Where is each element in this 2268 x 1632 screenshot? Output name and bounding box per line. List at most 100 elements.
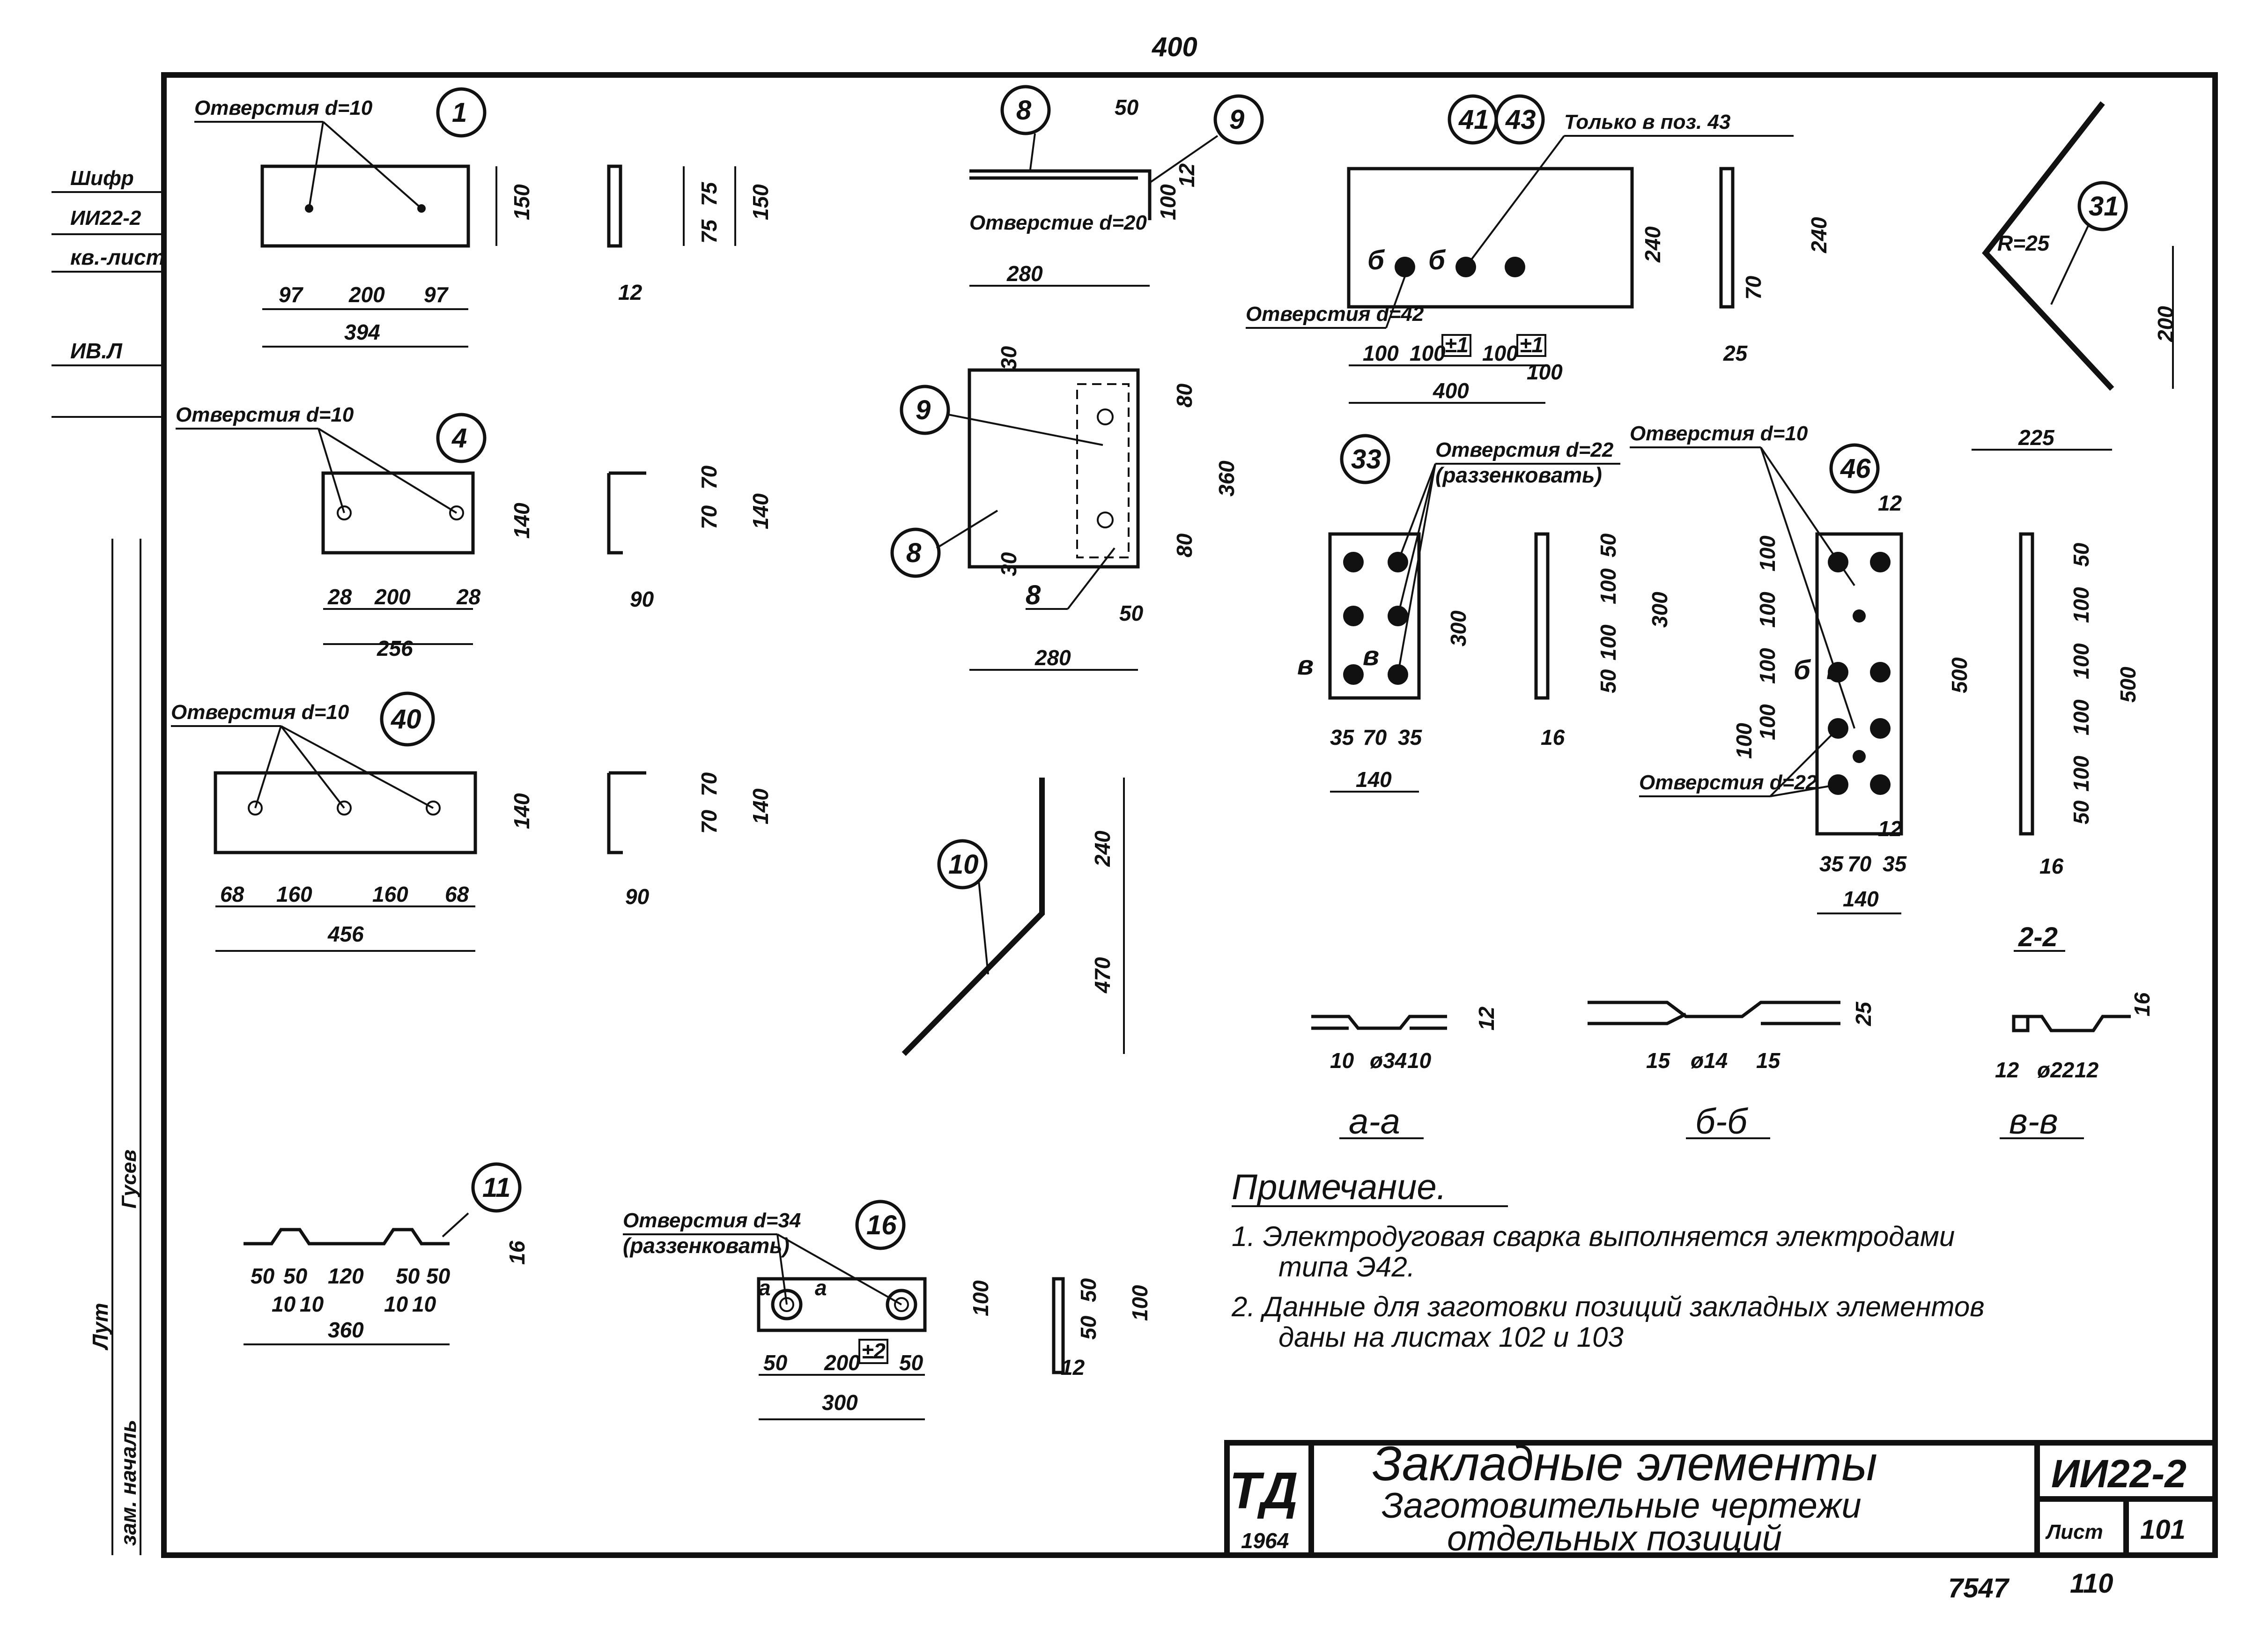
circle-mark <box>1395 257 1415 277</box>
dimension-label: 4 <box>451 423 467 453</box>
dimension-label: 12 <box>618 280 643 304</box>
dimension-label: 100 <box>1732 723 1756 759</box>
circle-mark <box>1505 257 1525 277</box>
circle-mark <box>305 204 313 213</box>
dimension-label: 80 <box>1172 533 1197 557</box>
section-title: а-а <box>1349 1102 1400 1142</box>
dimension-label: 225 <box>2018 425 2055 450</box>
dimension-label: 41 <box>1458 104 1489 135</box>
outline <box>1534 532 1550 700</box>
drawing-line <box>1465 135 1565 268</box>
drawing-line <box>1385 276 1406 328</box>
top-page-number: 400 <box>1152 32 1197 62</box>
circle-mark <box>1828 662 1848 682</box>
dimension-label: 10 <box>272 1292 296 1316</box>
circle-mark <box>779 1297 794 1312</box>
dimension-label: 140 <box>748 788 773 824</box>
dimension-label: 50 <box>1596 533 1620 557</box>
outline <box>757 1277 927 1332</box>
name-lut: Лут <box>88 1303 112 1350</box>
dimension-label: 35 <box>1398 725 1423 749</box>
dimension-label: 50 <box>1596 669 1620 693</box>
dimension-label: 140 <box>510 793 534 829</box>
notes-heading: Примечание. <box>1232 1167 1447 1207</box>
dimension-label: 360 <box>1214 460 1239 497</box>
dimension-label: 240 <box>1090 831 1115 867</box>
dimension-label: 2. Данные для заготовки позиций закладны… <box>1231 1291 1985 1322</box>
dimension-label: а <box>759 1276 771 1300</box>
dimension-label: 120 <box>328 1264 364 1288</box>
dimension-label: 300 <box>822 1390 858 1415</box>
dimension-label: 30 <box>997 346 1021 370</box>
dimension-label: Отверстия d=10 <box>171 701 349 724</box>
circle-mark <box>1097 408 1114 425</box>
dimension-label: 100 <box>1156 184 1180 220</box>
title-line-1: Закладные элементы <box>1372 1437 1877 1491</box>
drawing-line <box>2050 224 2090 305</box>
sheet-frame <box>161 72 2218 1558</box>
circle-mark <box>1000 85 1051 135</box>
dimension-label: ø22 <box>2037 1058 2075 1082</box>
drawing-code: ИИ22-2 <box>2051 1452 2187 1496</box>
circle-mark <box>1343 552 1364 572</box>
dimension-label: 300 <box>1647 592 1672 628</box>
drawing-line <box>2014 1015 2131 1032</box>
drawing-line <box>1397 463 1436 675</box>
dimension-label: 100 <box>1596 568 1620 604</box>
dimension-label: 9 <box>916 395 931 425</box>
circle-mark <box>1343 606 1364 626</box>
outline <box>1719 167 1735 309</box>
dimension-label: Отверстия d=10 <box>1630 422 1808 445</box>
drawing-line <box>978 880 989 975</box>
dimension-label: 35 <box>1883 852 1907 876</box>
dimension-label: в <box>1297 650 1314 681</box>
dimension-label: 43 <box>1505 104 1536 135</box>
bent-bar-31 <box>1982 101 2114 391</box>
outline <box>1328 532 1421 700</box>
dimension-label: 100 <box>1596 624 1620 660</box>
dimension-label: 140 <box>1356 767 1392 792</box>
circle-mark <box>248 801 263 816</box>
circle-mark <box>337 801 352 816</box>
dimension-label: 16 <box>2039 854 2064 878</box>
shifr-label: Шифр <box>70 167 134 190</box>
circle-mark <box>1388 664 1408 685</box>
circle-mark <box>471 1162 522 1213</box>
dimension-label: 16 <box>1541 725 1565 749</box>
circle-mark <box>900 385 950 435</box>
dimension-label: 10 <box>384 1292 408 1316</box>
drawing-line <box>318 428 345 513</box>
dimension-label: 12 <box>1061 1355 1085 1380</box>
dimension-label: 12 <box>1995 1058 2019 1082</box>
footer-left: 7547 <box>1948 1573 2010 1603</box>
dimension-label: 40 <box>391 704 421 734</box>
dimension-label: 12 <box>1878 816 1902 841</box>
dimension-label: 50 <box>283 1264 308 1288</box>
outline <box>1516 334 1546 357</box>
corrugated-plate <box>244 1228 450 1246</box>
outline <box>321 471 475 555</box>
circle-mark <box>855 1200 906 1250</box>
dimension-label: даны на листах 102 и 103 <box>1278 1321 1624 1353</box>
dimension-label: 100 <box>2069 699 2093 735</box>
circle-mark <box>886 1289 917 1320</box>
dimension-label: 8 <box>1026 580 1041 610</box>
dimension-label: 100 <box>1755 535 1780 571</box>
circle-mark <box>1097 512 1114 528</box>
dimension-label: 256 <box>377 636 413 660</box>
dimension-label: 75 <box>697 219 721 244</box>
side-stamp: Шифр ИИ22-2 кв.-лист ИВ.Л Гусев Лут зам.… <box>52 167 165 1555</box>
dimension-label: 12 <box>1474 1006 1499 1031</box>
dimension-label: 240 <box>1640 226 1665 263</box>
dimension-label: 30 <box>997 552 1021 576</box>
dimension-label: 35 <box>1330 725 1355 749</box>
dimension-label: 360 <box>328 1318 364 1342</box>
dimension-label: 200 <box>824 1350 860 1375</box>
circle-mark <box>449 505 464 520</box>
dimension-label: 100 <box>1755 704 1780 740</box>
dimension-label: б <box>1367 245 1385 275</box>
dimension-label: 9 <box>1229 104 1244 135</box>
dimension-label: 160 <box>276 882 312 906</box>
circle-mark <box>426 801 441 816</box>
dimension-label: 150 <box>510 184 534 220</box>
